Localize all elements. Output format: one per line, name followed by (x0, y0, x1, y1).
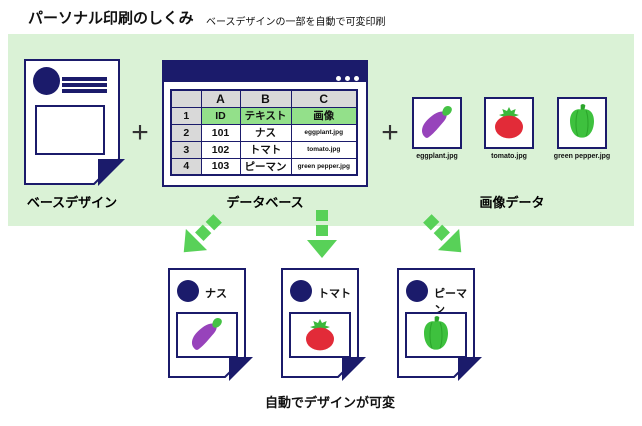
arrow-down-left-icon (183, 214, 222, 253)
cell-text: ナス (239, 123, 292, 142)
output-document-green-pepper: ピーマン (397, 268, 482, 381)
output-caption: 自動でデザインが可変 (264, 395, 395, 410)
folded-corner-icon (98, 159, 125, 186)
logo-circle-icon (33, 67, 60, 95)
image-data-label: 画像データ (479, 195, 545, 210)
tomato-icon (306, 319, 334, 351)
base-design-label: ベースデザイン (26, 195, 118, 210)
row-number: 2 (170, 123, 202, 142)
output-document-eggplant: ナス (168, 268, 253, 381)
text-lines-icon (62, 77, 107, 95)
col-header-b: B (239, 89, 292, 108)
cell-id: 101 (200, 123, 241, 142)
thumbnail-filename: tomato.jpg (491, 153, 527, 160)
folded-corner-icon (342, 357, 366, 381)
page-title: パーソナル印刷のしくみ (28, 10, 194, 27)
cell-id: 103 (200, 157, 241, 176)
logo-circle-icon (406, 280, 428, 302)
spreadsheet-table: A B C 1 ID テキスト 画像 2 101 ナス eggplant.jpg… (170, 89, 358, 176)
window-dots-icon (332, 68, 359, 86)
col-header-c: C (290, 89, 358, 108)
table-row: 2 101 ナス eggplant.jpg (170, 123, 358, 142)
thumbnail-tomato (484, 97, 534, 149)
eggplant-icon (421, 106, 452, 138)
folded-corner-icon (458, 357, 482, 381)
database-window: A B C 1 ID テキスト 画像 2 101 ナス eggplant.jpg… (162, 60, 368, 187)
cell-id: 102 (200, 140, 241, 159)
cell-image-header: 画像 (290, 106, 358, 125)
thumbnail-green-pepper (557, 97, 607, 149)
cell-image: tomato.jpg (290, 140, 358, 159)
tomato-icon (495, 107, 523, 139)
arrow-down-right-icon (423, 214, 462, 253)
green-pepper-icon (570, 104, 594, 138)
cell-image: eggplant.jpg (290, 123, 358, 142)
output-document-tomato: トマト (281, 268, 366, 381)
page-subtitle: ベースデザインの一部を自動で可変印刷 (206, 17, 386, 28)
folded-corner-icon (229, 357, 253, 381)
doc-image-frame (176, 312, 238, 358)
plus-icon: + (131, 116, 149, 149)
logo-circle-icon (290, 280, 312, 302)
doc-image-frame (405, 312, 467, 358)
table-row: 3 102 トマト tomato.jpg (170, 140, 358, 159)
doc-image-frame (289, 312, 351, 358)
image-placeholder (35, 105, 105, 155)
row-number: 4 (170, 157, 202, 176)
table-row: 4 103 ピーマン green pepper.jpg (170, 157, 358, 176)
row-number: 3 (170, 140, 202, 159)
cell-text: トマト (239, 140, 292, 159)
green-pepper-icon (424, 316, 448, 350)
database-label: データベース (226, 195, 304, 210)
column-header-row: A B C (170, 89, 358, 108)
doc-title: ピーマン (434, 288, 467, 316)
table-row-header: 1 ID テキスト 画像 (170, 106, 358, 125)
arrow-down-icon (307, 210, 337, 258)
thumbnail-filename: eggplant.jpg (416, 153, 458, 160)
plus-icon: + (381, 116, 399, 149)
cell-id-header: ID (200, 106, 241, 125)
cell-image: green pepper.jpg (290, 157, 358, 176)
thumbnail-eggplant (412, 97, 462, 149)
doc-title: ナス (205, 288, 227, 300)
cell-text: ピーマン (239, 157, 292, 176)
thumbnail-filename: green pepper.jpg (553, 153, 611, 160)
col-header-a: A (200, 89, 241, 108)
corner-cell (170, 89, 202, 108)
doc-title: トマト (318, 288, 351, 300)
row-number: 1 (170, 106, 202, 125)
base-design-document (24, 59, 125, 186)
logo-circle-icon (177, 280, 199, 302)
eggplant-icon (191, 318, 222, 350)
window-titlebar (162, 60, 368, 82)
cell-text-header: テキスト (239, 106, 292, 125)
